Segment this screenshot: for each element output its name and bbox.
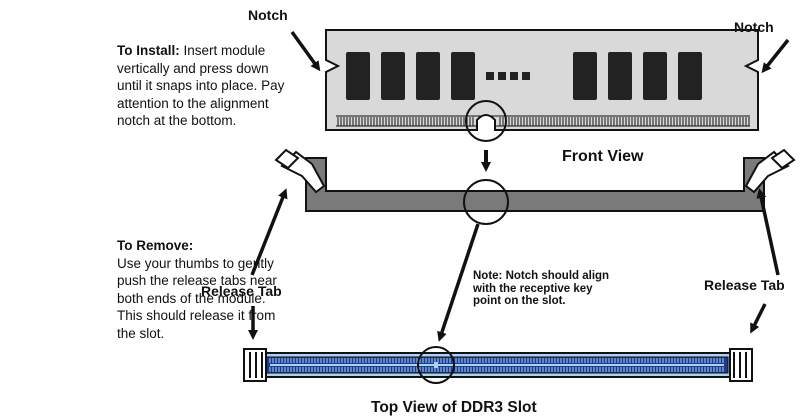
remove-heading: To Remove: bbox=[117, 238, 194, 253]
release-tab-left-top bbox=[243, 348, 267, 382]
release-tab-right-top bbox=[729, 348, 753, 382]
slot-key-circle bbox=[463, 179, 509, 225]
release-tab-right-up-arrow bbox=[756, 188, 780, 276]
remove-text: Use your thumbs to gently push the relea… bbox=[117, 255, 277, 341]
release-tab-right-down-arrow bbox=[750, 303, 767, 334]
install-heading: To Install: bbox=[117, 43, 180, 58]
slot-front-view bbox=[274, 148, 796, 225]
memory-chips bbox=[346, 52, 702, 100]
install-instructions: To Install: Insert module vertically and… bbox=[117, 42, 287, 130]
slot-key-point bbox=[434, 362, 438, 368]
release-tab-left-label: Release Tab bbox=[201, 283, 282, 299]
slot-top-view bbox=[243, 346, 753, 384]
front-view-label: Front View bbox=[562, 148, 644, 165]
release-tab-left-up-arrow bbox=[250, 188, 288, 276]
notch-left-arrow bbox=[290, 30, 321, 72]
release-tab-left-front bbox=[274, 148, 326, 194]
release-tab-right-label: Release Tab bbox=[704, 277, 785, 293]
release-tab-right-front bbox=[744, 148, 796, 194]
module-key-notch bbox=[476, 114, 496, 131]
notch-right-label: Notch bbox=[734, 19, 774, 35]
key-alignment-arrow bbox=[437, 223, 480, 342]
notch-highlight-circle bbox=[465, 100, 507, 142]
slot-key-highlight-circle bbox=[417, 346, 455, 384]
top-view-label: Top View of DDR3 Slot bbox=[371, 399, 537, 416]
notch-right-arrow bbox=[761, 38, 790, 74]
install-text: Insert module vertically and press down … bbox=[117, 43, 285, 129]
module-pins bbox=[336, 115, 750, 127]
dimm-module-front bbox=[325, 29, 759, 142]
alignment-note: Note: Notch should align with the recept… bbox=[473, 270, 610, 308]
notch-left-label: Notch bbox=[248, 7, 288, 23]
remove-instructions: To Remove: Use your thumbs to gently push… bbox=[117, 237, 287, 343]
